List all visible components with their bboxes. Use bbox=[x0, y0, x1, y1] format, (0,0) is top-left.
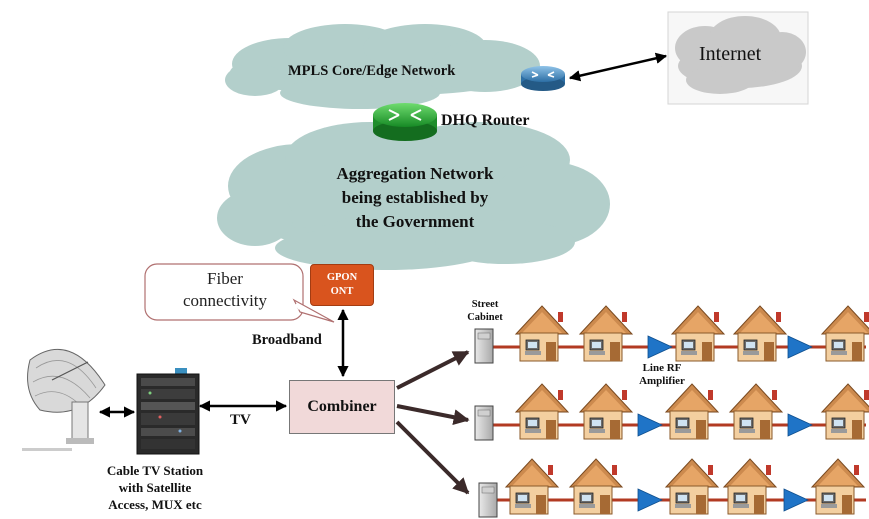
street-cabinet-line-1: Street bbox=[471, 299, 499, 310]
house-icon bbox=[811, 458, 865, 515]
gpon-ont-box: GPON ONT bbox=[310, 264, 374, 306]
gpon-label-line-1: GPON bbox=[326, 272, 358, 283]
line-rf-amplifier-label: Line RF Amplifier bbox=[622, 362, 702, 388]
broadband-label: Broadband bbox=[252, 332, 322, 348]
house-icon bbox=[665, 383, 719, 440]
cable-tv-station-icon bbox=[136, 368, 200, 455]
house-icon bbox=[723, 458, 777, 515]
house-icon bbox=[821, 305, 869, 362]
amplifier-label-line-1: Line RF bbox=[642, 362, 682, 374]
satellite-dish-icon bbox=[22, 348, 106, 451]
mpls-cloud bbox=[225, 24, 540, 109]
router-icon bbox=[521, 66, 565, 91]
amplifier-icon bbox=[787, 335, 813, 359]
mpls-label: MPLS Core/Edge Network bbox=[288, 63, 456, 79]
cable-tv-line-3: Access, MUX etc bbox=[108, 497, 202, 512]
aggregation-label: Aggregation Network being established by… bbox=[290, 162, 540, 234]
amplifier-icon bbox=[647, 335, 673, 359]
cable-tv-line-2: with Satellite bbox=[118, 480, 192, 495]
house-icon bbox=[821, 383, 869, 440]
dhq-router-label: DHQ Router bbox=[441, 112, 530, 129]
tv-label: TV bbox=[230, 412, 251, 428]
amplifier-label-line-2: Amplifier bbox=[639, 375, 685, 387]
internet-cloud bbox=[667, 11, 809, 105]
aggregation-label-line-3: the Government bbox=[355, 212, 475, 231]
house-icon bbox=[579, 305, 633, 362]
fiber-callout bbox=[144, 263, 335, 323]
dhq-router-icon bbox=[373, 103, 437, 141]
house-icon bbox=[505, 458, 559, 515]
amplifier-icon bbox=[783, 488, 809, 512]
house-icon bbox=[729, 383, 783, 440]
house-icon bbox=[569, 458, 623, 515]
street-cabinet-icon bbox=[478, 482, 498, 518]
combiner-box: Combiner bbox=[289, 380, 395, 434]
aggregation-label-line-1: Aggregation Network bbox=[336, 164, 494, 183]
internet-link-arrow bbox=[568, 52, 668, 82]
fiber-label-line-1: Fiber bbox=[207, 269, 243, 288]
aggregation-cloud bbox=[217, 122, 610, 270]
street-cabinet-icon bbox=[474, 405, 494, 441]
house-icon bbox=[515, 383, 569, 440]
aggregation-label-line-2: being established by bbox=[341, 188, 489, 207]
amplifier-icon bbox=[787, 413, 813, 437]
house-icon bbox=[671, 305, 725, 362]
house-icon bbox=[665, 458, 719, 515]
internet-label: Internet bbox=[699, 43, 762, 65]
feeder-arrows bbox=[395, 350, 470, 495]
fiber-connectivity-label: Fiber connectivity bbox=[150, 268, 300, 312]
cable-tv-station-label: Cable TV Station with Satellite Access, … bbox=[80, 462, 230, 513]
street-cabinet-line-2: Cabinet bbox=[467, 312, 503, 323]
street-cabinet-label: Street Cabinet bbox=[462, 298, 508, 324]
gpon-label-line-2: ONT bbox=[330, 286, 354, 297]
house-icon bbox=[579, 383, 633, 440]
house-icon bbox=[515, 305, 569, 362]
house-icon bbox=[733, 305, 787, 362]
amplifier-icon bbox=[637, 488, 663, 512]
fiber-label-line-2: connectivity bbox=[182, 291, 268, 310]
amplifier-icon bbox=[637, 413, 663, 437]
street-cabinet-icon bbox=[474, 328, 494, 364]
cable-tv-line-1: Cable TV Station bbox=[106, 463, 204, 478]
